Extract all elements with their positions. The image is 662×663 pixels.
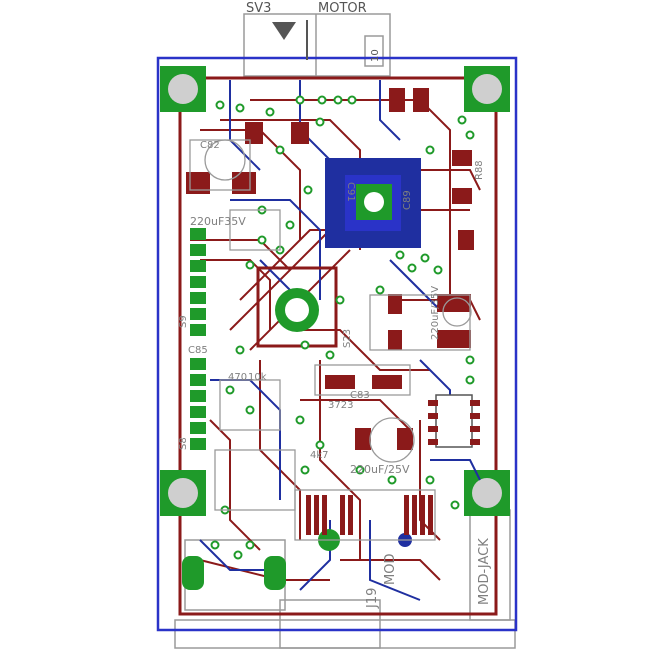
- cap-c91-label: C91: [345, 182, 356, 202]
- cap-220uf-25v-label: 220uF/25V: [350, 463, 410, 476]
- cap-c85-label: C85: [188, 345, 208, 356]
- left-header-pins: [190, 228, 206, 450]
- sv3-label: SV3: [246, 1, 271, 16]
- cap-c89-label: C89: [402, 190, 413, 210]
- so8-chip: [428, 394, 480, 448]
- mod-label: MOD: [383, 554, 398, 585]
- silkscreen-components: [189, 139, 472, 541]
- res-r88-label: R88: [474, 160, 485, 180]
- vias: [210, 95, 475, 560]
- res-470-label: 470: [228, 372, 247, 383]
- cap-c82-label: C82: [200, 140, 220, 151]
- res-4k7-label: 4k7: [310, 450, 329, 461]
- motor-label: MOTOR: [318, 1, 367, 16]
- s23-label: S23: [342, 329, 353, 348]
- res-10k-label: 10k: [248, 372, 267, 383]
- connector-pin-label: 10: [370, 49, 381, 62]
- mounting-holes: [160, 66, 510, 516]
- mcu-footprint: [256, 266, 338, 348]
- cap-220uf-35v-top-label: 220uF35V: [190, 215, 246, 228]
- cap-220uf-35v-mid-label: 220uF/35V: [430, 286, 441, 340]
- pin1-triangle: [272, 22, 296, 40]
- qfn-chip: [325, 158, 421, 248]
- s8-label: S8: [178, 437, 189, 450]
- keepout-outline: [178, 76, 498, 616]
- cap-c83-label: C83: [350, 390, 370, 401]
- j19-label: J19: [365, 588, 380, 609]
- ic-3723-label: 3723: [328, 400, 353, 411]
- board-outline: [156, 56, 518, 632]
- board-name-label: MOD-JACK: [477, 538, 492, 605]
- s9-label: S9: [178, 315, 189, 328]
